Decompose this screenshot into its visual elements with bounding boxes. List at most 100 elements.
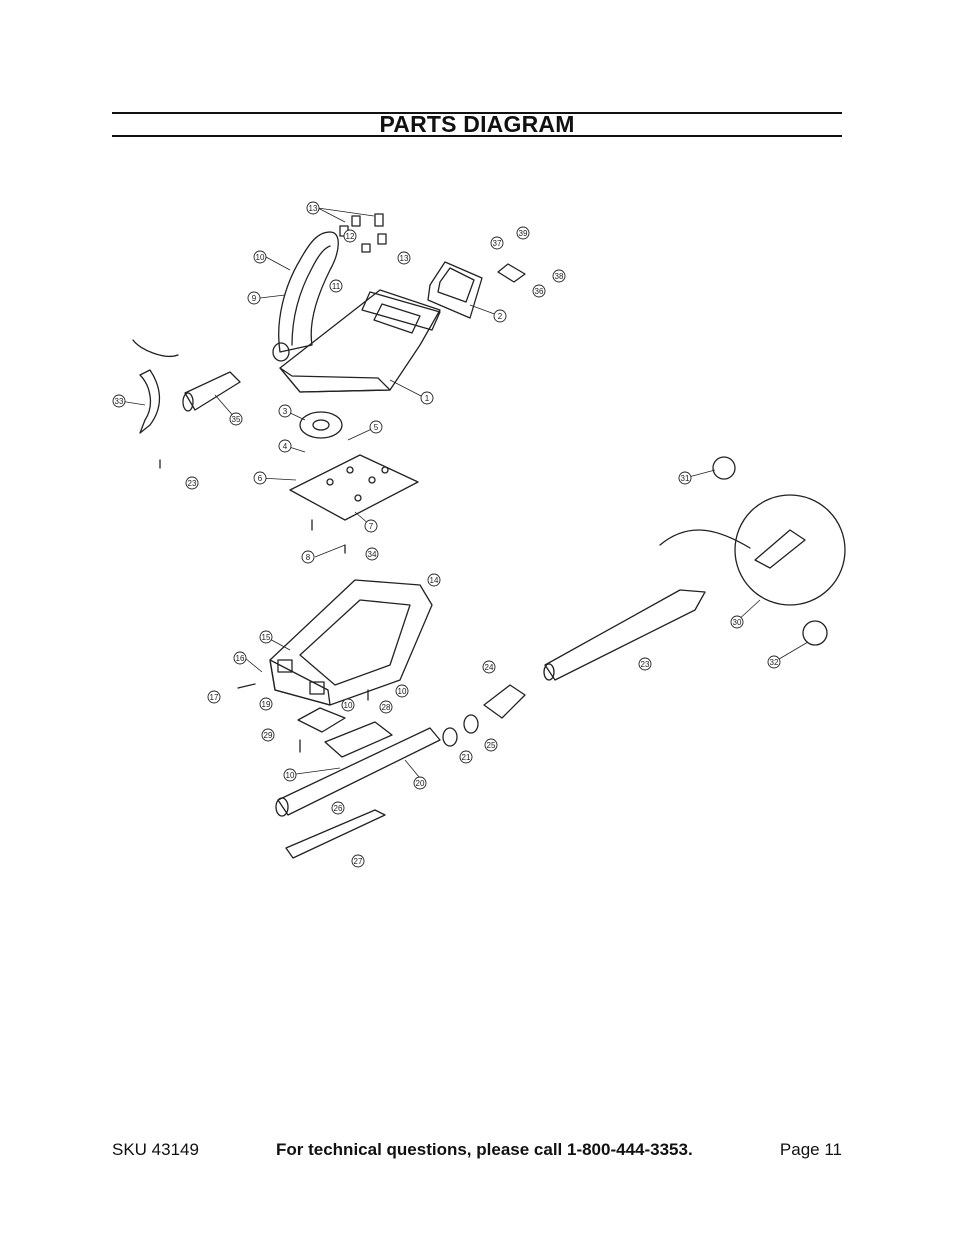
lock-collar	[483, 684, 526, 719]
callout-number: 12	[346, 232, 355, 241]
callout-circle	[493, 309, 507, 323]
callout-number: 3	[283, 407, 288, 416]
control-box-front	[279, 367, 391, 393]
callout-circle	[427, 573, 441, 587]
callout-number: 15	[262, 633, 271, 642]
pad-28	[324, 721, 393, 758]
ring-25	[463, 714, 479, 734]
callout-number: 28	[382, 703, 391, 712]
label-plate	[497, 263, 526, 283]
lower-tube	[277, 727, 441, 816]
chassis-front	[269, 659, 331, 706]
callout-circle	[261, 728, 275, 742]
callout-circle	[207, 690, 221, 704]
pad-29	[297, 707, 346, 733]
callout-number: 13	[400, 254, 409, 263]
chassis	[269, 579, 433, 706]
callout-number: 19	[262, 700, 271, 709]
callout-number: 24	[485, 663, 494, 672]
callout-number: 31	[681, 474, 690, 483]
callout-circle	[413, 776, 427, 790]
callout-number: 10	[398, 687, 407, 696]
coil-cable	[659, 529, 751, 549]
callout-circle	[365, 547, 379, 561]
callout-number: 39	[519, 229, 528, 238]
callout-circle	[247, 291, 261, 305]
callout-circle	[678, 471, 692, 485]
callout-circle	[283, 768, 297, 782]
callout-circle	[331, 801, 345, 815]
callout-number: 10	[344, 701, 353, 710]
callout-circle	[459, 750, 473, 764]
callout-number: 7	[369, 522, 374, 531]
callout-number: 8	[306, 553, 311, 562]
callout-number: 21	[462, 753, 471, 762]
callout-number: 13	[309, 204, 318, 213]
knob-b	[351, 215, 361, 227]
bracket	[285, 809, 386, 859]
callout-number: 4	[283, 442, 288, 451]
callout-circle	[364, 519, 378, 533]
callout-circle	[253, 250, 267, 264]
callout-number: 35	[232, 415, 241, 424]
callout-circle	[369, 420, 383, 434]
callout-circle	[253, 471, 267, 485]
callout-labels: 1234567891011121415161710192021232324252…	[112, 201, 781, 868]
callout-number: 33	[115, 397, 124, 406]
control-box-face	[361, 291, 441, 331]
callout-circle	[395, 684, 409, 698]
callout-circle	[516, 226, 530, 240]
callout-number: 30	[733, 618, 742, 627]
meter	[427, 261, 483, 319]
callout-circle	[767, 655, 781, 669]
callout-circle	[484, 738, 498, 752]
callout-number: 9	[252, 294, 257, 303]
callout-circle	[552, 269, 566, 283]
callout-circle	[379, 700, 393, 714]
callout-number: 2	[498, 312, 503, 321]
callout-number: 29	[264, 731, 273, 740]
footer-tech-support: For technical questions, please call 1-8…	[276, 1140, 693, 1159]
callout-circle	[490, 236, 504, 250]
callout-circle	[341, 698, 355, 712]
footer-page-number: Page 11	[779, 1140, 842, 1159]
callout-number: 20	[416, 779, 425, 788]
circuit-board	[289, 454, 419, 521]
armrest-tube	[184, 371, 241, 411]
callout-circle	[351, 854, 365, 868]
callout-circle	[532, 284, 546, 298]
callout-number: 6	[258, 474, 263, 483]
callout-circle	[229, 412, 243, 426]
callout-circle	[730, 615, 744, 629]
handle-grip	[278, 231, 339, 353]
callout-number: 38	[555, 272, 564, 281]
callout-circle	[306, 201, 320, 215]
handle-grip-inner	[291, 245, 331, 346]
callout-circle	[278, 404, 292, 418]
header-rule-top	[112, 112, 842, 114]
callout-circle	[259, 630, 273, 644]
callout-circle	[420, 391, 434, 405]
callout-circle	[233, 651, 247, 665]
page-title: PARTS DIAGRAM	[379, 111, 575, 137]
callout-number: 17	[210, 693, 219, 702]
callout-number: 10	[286, 771, 295, 780]
callout-number: 32	[770, 658, 779, 667]
callout-number: 26	[334, 804, 343, 813]
wing-knob	[802, 620, 828, 646]
speaker-center	[312, 419, 330, 431]
callout-circle	[112, 394, 126, 408]
callout-number: 34	[368, 550, 377, 559]
callout-circle	[278, 439, 292, 453]
callout-circle	[301, 550, 315, 564]
callout-circle	[397, 251, 411, 265]
coil-knob	[712, 456, 736, 480]
meter-face	[437, 267, 475, 303]
handle-knob	[272, 342, 290, 362]
upper-shaft	[544, 589, 706, 681]
callout-number: 36	[535, 287, 544, 296]
knob-c	[374, 213, 384, 227]
callout-circle	[259, 697, 273, 711]
search-coil	[734, 494, 846, 606]
